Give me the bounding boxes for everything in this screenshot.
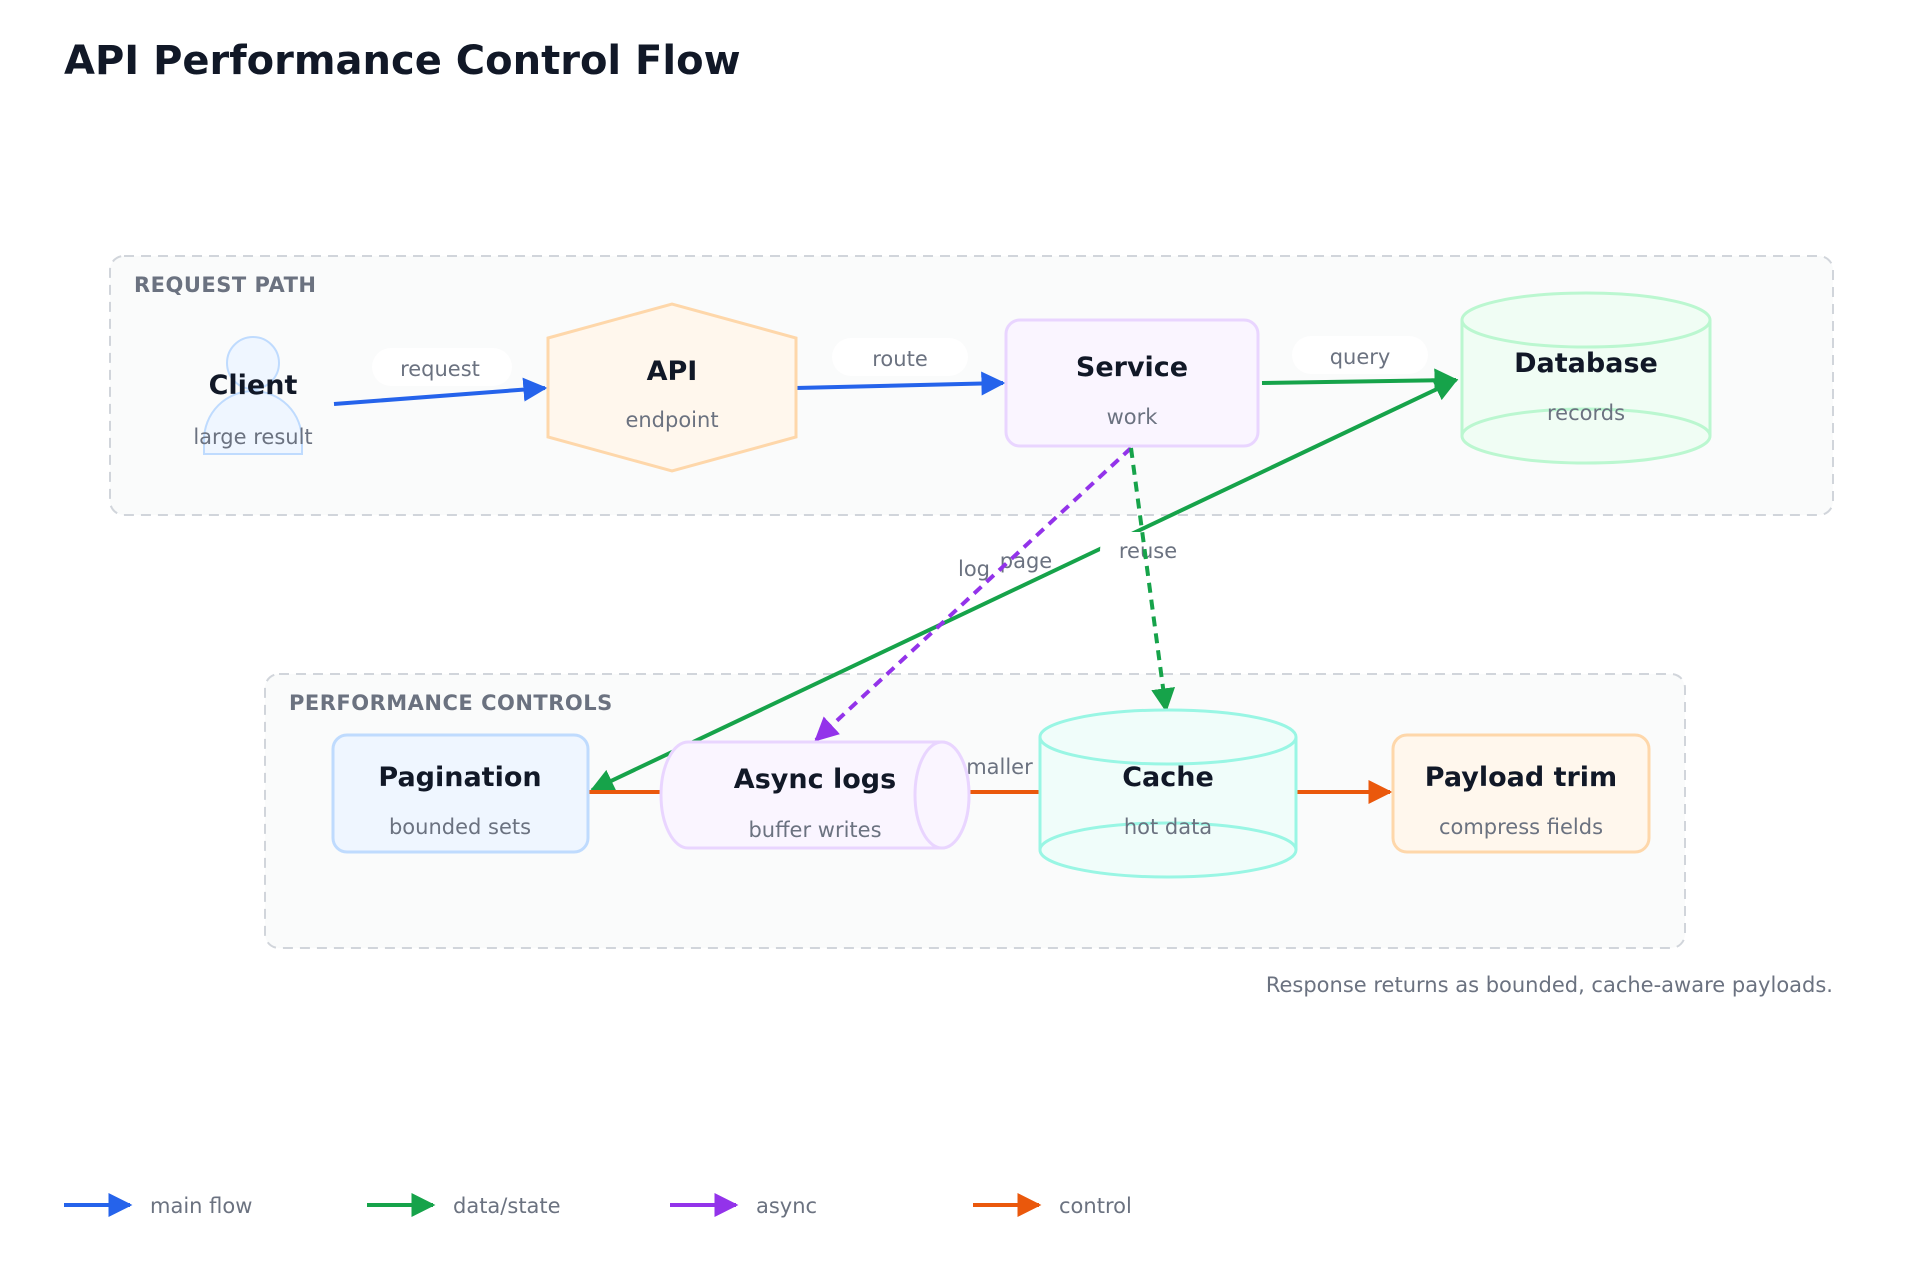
node-cache-title: Cache [1122, 762, 1214, 793]
arrow-request [333, 377, 548, 406]
hexagon-shape [546, 302, 798, 473]
edge-label-request: request [400, 357, 480, 381]
legend-item-data-state: data/state [367, 1193, 561, 1218]
node-async-logs-title: Async logs [734, 764, 896, 795]
node-service: Service work [1004, 318, 1260, 448]
node-cache-subtitle: hot data [1124, 815, 1212, 839]
rounded-rect-shape [1004, 318, 1260, 448]
node-api-subtitle: endpoint [625, 408, 718, 432]
node-client: Client large result [193, 336, 313, 455]
node-database-subtitle: records [1547, 401, 1625, 425]
zone-label-performance-controls: PERFORMANCE CONTROLS [289, 691, 613, 715]
legend-label-control: control [1059, 1194, 1132, 1218]
node-async-logs-subtitle: buffer writes [748, 818, 881, 842]
person-icon-body [203, 390, 303, 455]
legend-item-async: async [670, 1193, 817, 1218]
rounded-rect-shape [331, 733, 590, 854]
footnote: Response returns as bounded, cache-aware… [1266, 973, 1833, 997]
edge-log: log [814, 446, 1133, 742]
legend: main flow data/state async control [64, 1193, 1132, 1218]
node-payload-trim: Payload trim compress fields [1391, 733, 1651, 854]
edge-label-log: log [958, 557, 990, 581]
person-icon-head [226, 336, 280, 390]
page-title: API Performance Control Flow [64, 38, 741, 84]
node-database-title: Database [1514, 348, 1658, 379]
arrow-log [814, 446, 1133, 742]
edge-label-query: query [1330, 345, 1391, 369]
node-client-subtitle: large result [193, 425, 312, 449]
node-client-title: Client [209, 370, 298, 401]
legend-item-main-flow: main flow [64, 1193, 252, 1218]
node-pagination-subtitle: bounded sets [389, 815, 531, 839]
node-cache: Cache hot data [1038, 708, 1298, 879]
node-payload-trim-subtitle: compress fields [1439, 815, 1603, 839]
node-api: API endpoint [546, 302, 798, 473]
zone-label-request-path: REQUEST PATH [134, 273, 317, 297]
edge-label-reuse: reuse [1119, 539, 1177, 563]
node-pagination: Pagination bounded sets [331, 733, 590, 854]
edge-request: request [333, 348, 548, 406]
edge-page: page [589, 378, 1459, 792]
legend-item-control: control [973, 1193, 1132, 1218]
node-api-title: API [647, 356, 698, 387]
node-pagination-title: Pagination [378, 762, 541, 793]
node-database: Database records [1460, 291, 1712, 465]
node-service-subtitle: work [1107, 405, 1159, 429]
edge-label-route: route [872, 347, 927, 371]
rounded-rect-shape [1391, 733, 1651, 854]
legend-label-data-state: data/state [453, 1194, 561, 1218]
arrow-page [589, 378, 1459, 792]
node-payload-trim-title: Payload trim [1425, 762, 1617, 793]
node-service-title: Service [1076, 352, 1188, 383]
legend-label-main-flow: main flow [150, 1194, 252, 1218]
edge-reuse: reuse [1100, 447, 1194, 713]
edge-label-page: page [1000, 549, 1052, 573]
node-async-logs: Async logs buffer writes [659, 740, 971, 850]
legend-label-async: async [756, 1194, 817, 1218]
